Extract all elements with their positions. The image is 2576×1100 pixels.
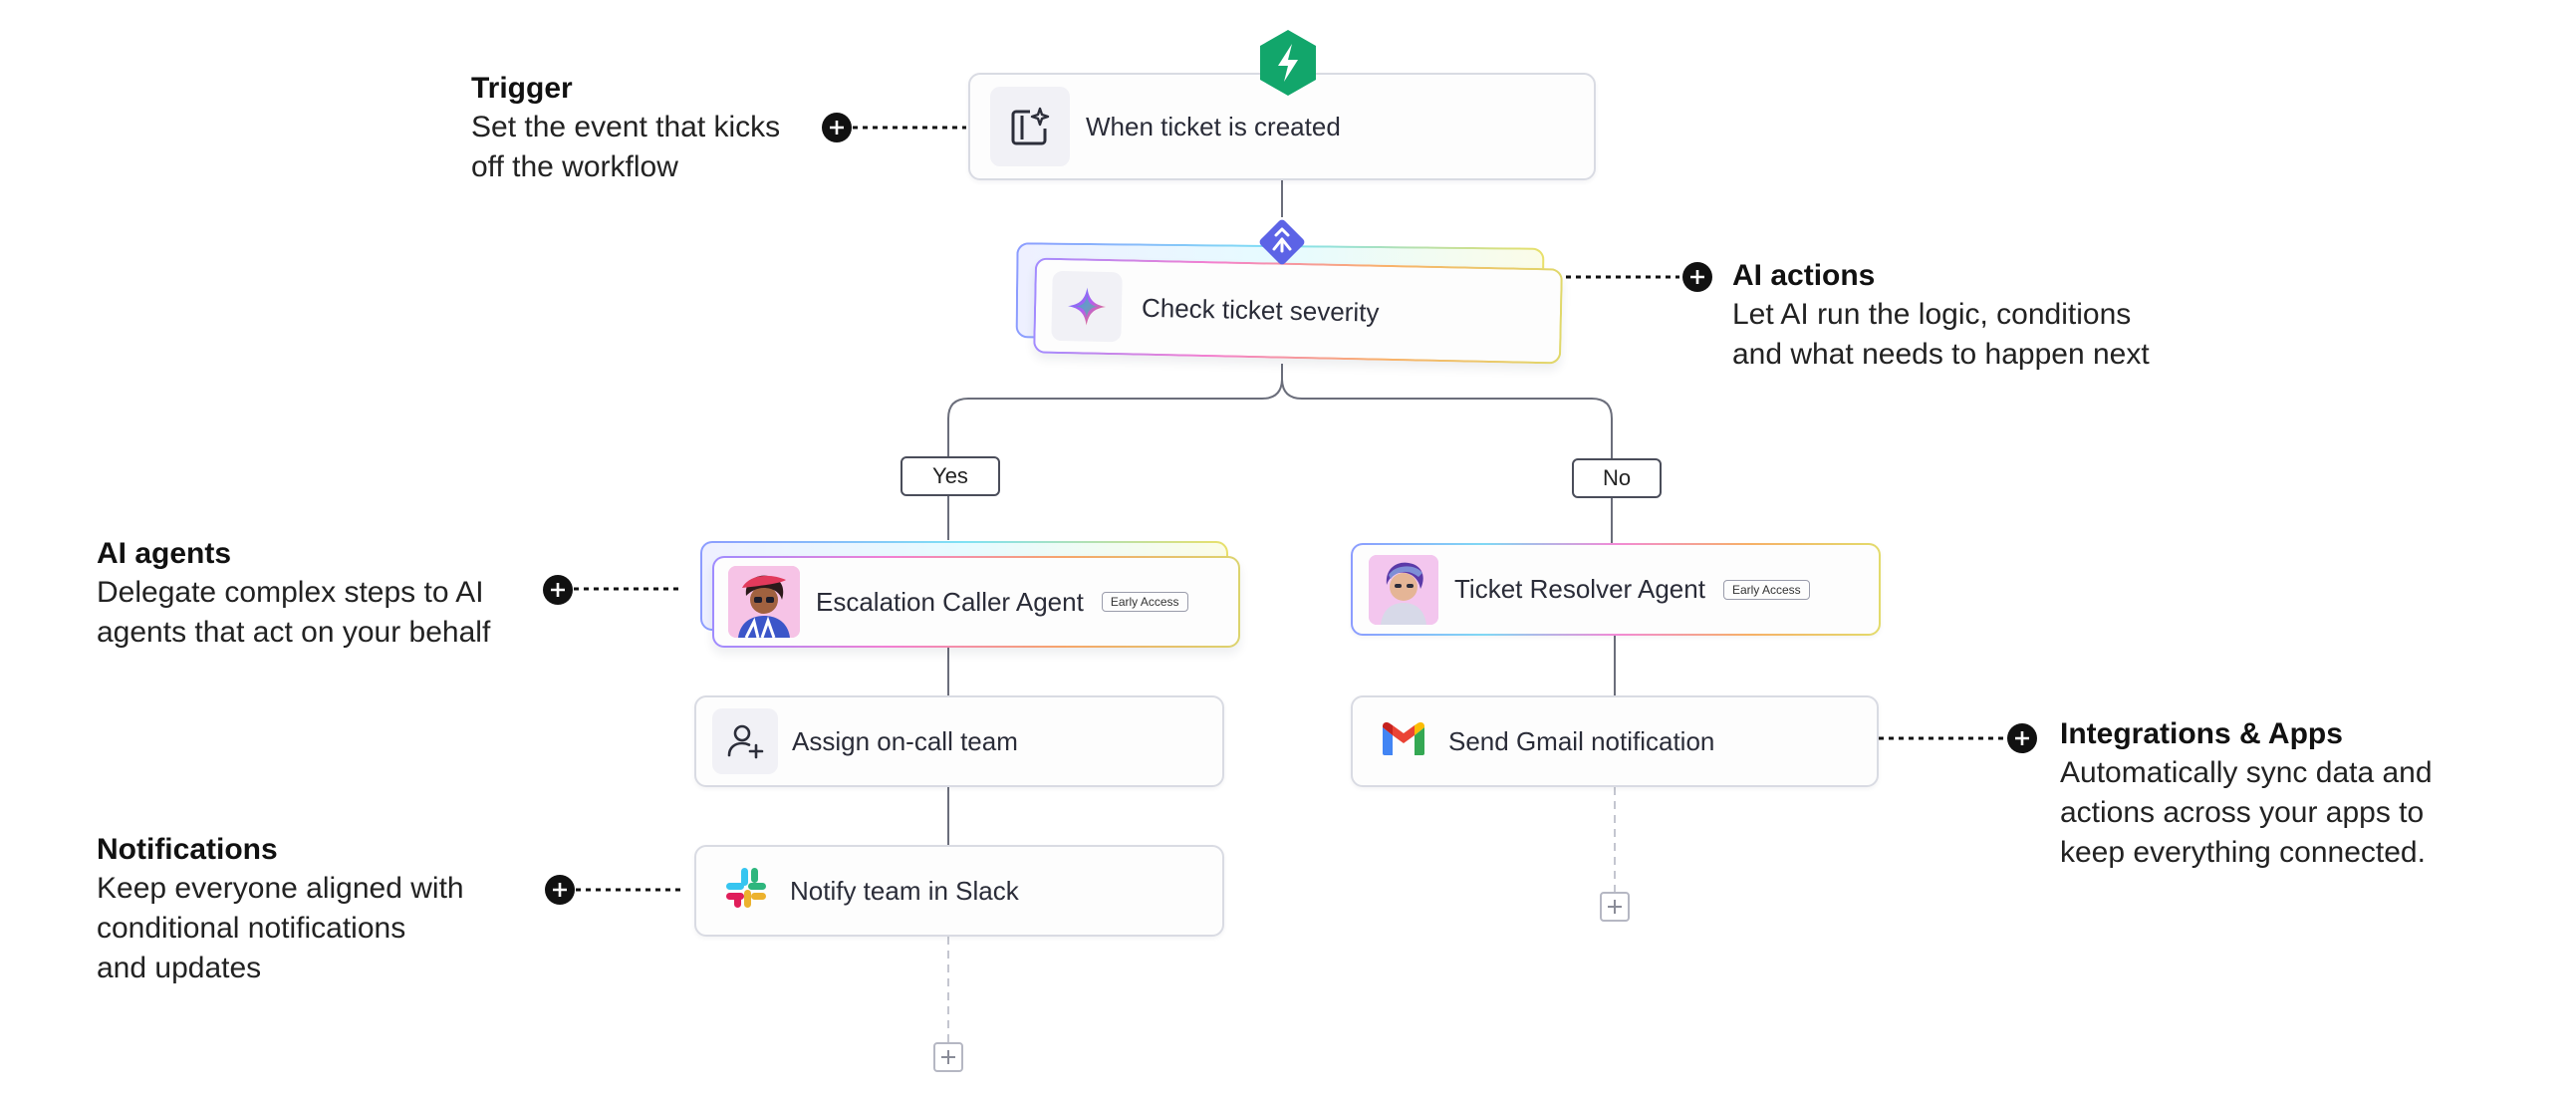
resolver-agent-avatar [1369,554,1438,625]
branch-yes-label[interactable]: Yes [901,456,1000,496]
slack-step-label: Notify team in Slack [790,875,1019,906]
user-add-icon [712,708,778,774]
resolver-agent-card[interactable]: Ticket Resolver Agent Early Access [1351,543,1881,636]
ai-agents-title: AI agents [97,537,232,570]
escalation-agent-card[interactable]: Escalation Caller Agent Early Access [712,556,1240,648]
ai-actions-title: AI actions [1732,259,1876,292]
escalation-agent-badge: Early Access [1101,592,1188,612]
integrations-annotation: Integrations & Apps Automatically sync d… [2060,715,2433,873]
add-notification-plus-icon[interactable] [544,874,576,906]
ai-step-card[interactable]: Check ticket severity [1033,257,1563,365]
lightning-icon [1260,30,1316,96]
add-integration-plus-icon[interactable] [2006,722,2038,754]
slack-step-card[interactable]: Notify team in Slack [694,845,1224,937]
resolver-agent-label: Ticket Resolver Agent [1454,574,1705,604]
add-trigger-plus-icon[interactable] [821,112,853,143]
ai-step-label: Check ticket severity [1141,292,1380,328]
ai-agents-description: Delegate complex steps to AI agents that… [97,576,491,649]
resolver-agent-badge: Early Access [1722,579,1810,600]
notifications-title: Notifications [97,833,278,866]
plus-icon [1608,900,1622,914]
gmail-step-card[interactable]: Send Gmail notification [1351,695,1879,787]
add-step-right-button[interactable] [1600,892,1630,922]
add-ai-agent-plus-icon[interactable] [542,574,574,606]
escalation-agent-avatar [728,566,800,638]
branch-no-label[interactable]: No [1572,458,1662,498]
integrations-description: Automatically sync data and actions acro… [2060,756,2433,869]
trigger-title: Trigger [471,72,573,105]
plus-icon [941,1050,955,1064]
trigger-description: Set the event that kicks off the workflo… [471,111,781,183]
add-ai-action-plus-icon[interactable] [1681,261,1713,293]
condition-branch-icon [1259,219,1305,265]
trigger-app-icon [990,87,1070,166]
ai-actions-annotation: AI actions Let AI run the logic, conditi… [1732,257,2150,375]
notifications-description: Keep everyone aligned with conditional n… [97,872,464,984]
assign-oncall-card[interactable]: Assign on-call team [694,695,1224,787]
add-step-left-button[interactable] [933,1042,963,1072]
slack-icon [724,866,774,916]
escalation-agent-label: Escalation Caller Agent [816,586,1084,617]
integrations-title: Integrations & Apps [2060,717,2343,750]
notifications-annotation: Notifications Keep everyone aligned with… [97,831,464,988]
ai-agents-annotation: AI agents Delegate complex steps to AI a… [97,535,490,653]
gmail-icon [1381,721,1430,761]
ai-sparkle-icon [1051,270,1123,343]
gmail-step-label: Send Gmail notification [1448,725,1715,756]
assign-oncall-label: Assign on-call team [792,725,1018,756]
trigger-step-label: When ticket is created [1086,111,1341,141]
ai-actions-description: Let AI run the logic, conditions and wha… [1732,298,2150,371]
trigger-annotation: Trigger Set the event that kicks off the… [471,70,780,187]
